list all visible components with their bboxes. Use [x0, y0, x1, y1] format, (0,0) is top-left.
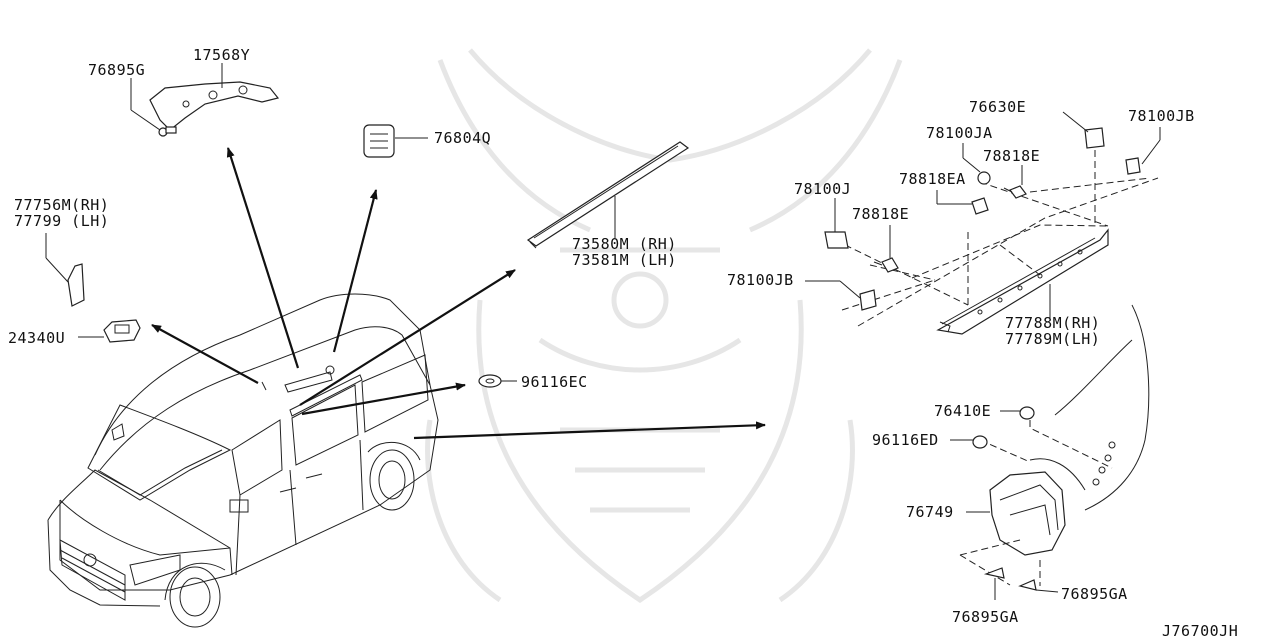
label-76410E: 76410E [934, 402, 991, 420]
diagram-id-label: J76700JH [1162, 622, 1238, 639]
label-77788M-rh: 77788M(RH) [1005, 314, 1100, 332]
label-73581M-lh: 73581M (LH) [572, 251, 677, 269]
rear-garnish-group [805, 111, 1161, 335]
label-78100JB-top: 78100JB [1128, 107, 1195, 125]
part-24340U-drawing [78, 319, 141, 343]
label-76895GA-bottom: 76895GA [952, 608, 1019, 626]
watermark-emblem [425, 48, 903, 604]
van-illustration [47, 293, 439, 628]
part-77756M-drawing [45, 233, 85, 307]
label-77799-lh: 77799 (LH) [14, 212, 109, 230]
label-78100JA: 78100JA [926, 124, 993, 142]
part-76895G-drawing [130, 78, 177, 137]
label-73580M-rh: 73580M (RH) [572, 235, 677, 253]
part-76804Q-drawing [363, 124, 428, 158]
callout-arrows [151, 147, 766, 440]
part-96116EC-drawing [478, 374, 517, 388]
label-76895G: 76895G [88, 61, 145, 79]
label-76749: 76749 [906, 503, 954, 521]
part-73580M-drawing [526, 141, 690, 249]
label-77789M-lh: 77789M(LH) [1005, 330, 1100, 348]
part-17568Y-drawing [149, 81, 280, 131]
label-76804Q: 76804Q [434, 129, 491, 147]
label-78100JB-mid: 78100JB [727, 271, 794, 289]
label-96116EC: 96116EC [521, 373, 588, 391]
label-78818EA: 78818EA [899, 170, 966, 188]
label-76630E: 76630E [969, 98, 1026, 116]
label-24340U: 24340U [8, 329, 65, 347]
label-78818E-mid: 78818E [852, 205, 909, 223]
label-96116ED: 96116ED [872, 431, 939, 449]
label-17568Y: 17568Y [193, 46, 250, 64]
label-78818E-top: 78818E [983, 147, 1040, 165]
rear-bumper-group [950, 304, 1150, 600]
label-77756M-rh: 77756M(RH) [14, 196, 109, 214]
label-78100J: 78100J [794, 180, 851, 198]
label-76895GA-right: 76895GA [1061, 585, 1128, 603]
